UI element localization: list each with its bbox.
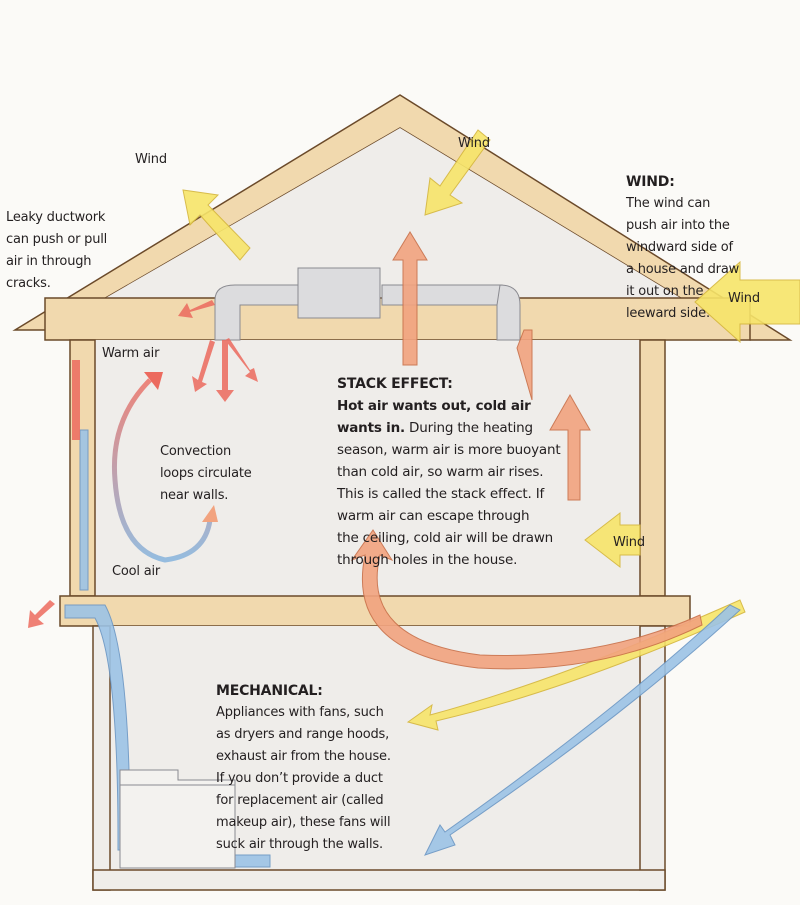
note-line: through holes in the house.	[337, 552, 518, 568]
mechanical-title: MECHANICAL:	[216, 683, 323, 699]
note-line: as dryers and range hoods,	[216, 727, 390, 742]
note-line: the ceiling, cold air will be drawn	[337, 530, 554, 546]
note-line: Hot air wants out, cold air	[337, 398, 531, 414]
bottom-sill	[92, 869, 666, 891]
note-line: cracks.	[6, 276, 51, 291]
wind-arrows	[182, 129, 800, 731]
note-line-mixed: wants in. During the heating	[337, 417, 560, 439]
wind-label: Wind	[458, 136, 490, 151]
note-bold: wants in.	[337, 420, 405, 436]
note-line: it out on the	[626, 284, 704, 299]
note-line: The wind can	[626, 196, 711, 211]
note-line: windward side of	[626, 240, 733, 255]
note-line: This is called the stack effect. If	[337, 486, 545, 502]
note-line: If you don’t provide a duct	[216, 771, 383, 786]
note-line: push air into the	[626, 218, 730, 233]
wind-label: Wind	[135, 152, 167, 167]
note-line: During the heating	[404, 420, 533, 436]
note-line: leeward side.	[626, 306, 710, 321]
convection-arrowhead-icon	[144, 372, 163, 390]
wind-label: Wind	[728, 291, 760, 306]
note-line: loops circulate	[160, 466, 252, 481]
note-line: season, warm air is more buoyant	[337, 442, 561, 458]
note-line: than cold air, so warm air rises.	[337, 464, 544, 480]
wind-label: Wind	[613, 535, 645, 550]
note-line: air in through	[6, 254, 92, 269]
warm-air-label: Warm air	[102, 346, 160, 361]
note-line: a house and draw	[626, 262, 740, 277]
ductwork	[214, 267, 521, 341]
note-line: Leaky ductwork	[6, 210, 106, 225]
note-line: suck air through the walls.	[216, 837, 383, 852]
note-line: makeup air), these fans will	[216, 815, 391, 830]
note-line: Convection	[160, 444, 232, 459]
stack-effect-title: STACK EFFECT:	[337, 376, 453, 392]
stack-effect-note: STACK EFFECT: Hot air wants out, cold ai…	[337, 373, 561, 571]
leaky-ductwork-note: Leaky ductwork can push or pull air in t…	[6, 207, 107, 295]
convection-note: Convection loops circulate near walls.	[160, 441, 252, 507]
note-line: Appliances with fans, such	[216, 705, 384, 720]
dryer	[119, 769, 236, 869]
note-line: near walls.	[160, 488, 229, 503]
wind-note: WIND: The wind can push air into the win…	[626, 171, 739, 325]
note-line: for replacement air (called	[216, 793, 384, 808]
mechanical-note: MECHANICAL: Appliances with fans, such a…	[216, 680, 391, 856]
left-wall-lower	[92, 625, 111, 891]
note-line: warm air can escape through	[337, 508, 530, 524]
note-line: can push or pull	[6, 232, 108, 247]
stack-arrows	[350, 231, 703, 670]
warm-air-arrows	[28, 300, 258, 628]
wind-note-title: WIND:	[626, 174, 675, 190]
right-wall-upper	[639, 339, 666, 597]
convection-arrowhead-icon	[202, 505, 218, 522]
note-line: exhaust air from the house.	[216, 749, 391, 764]
cool-air-label: Cool air	[112, 564, 161, 579]
convection-loop	[111, 378, 213, 563]
